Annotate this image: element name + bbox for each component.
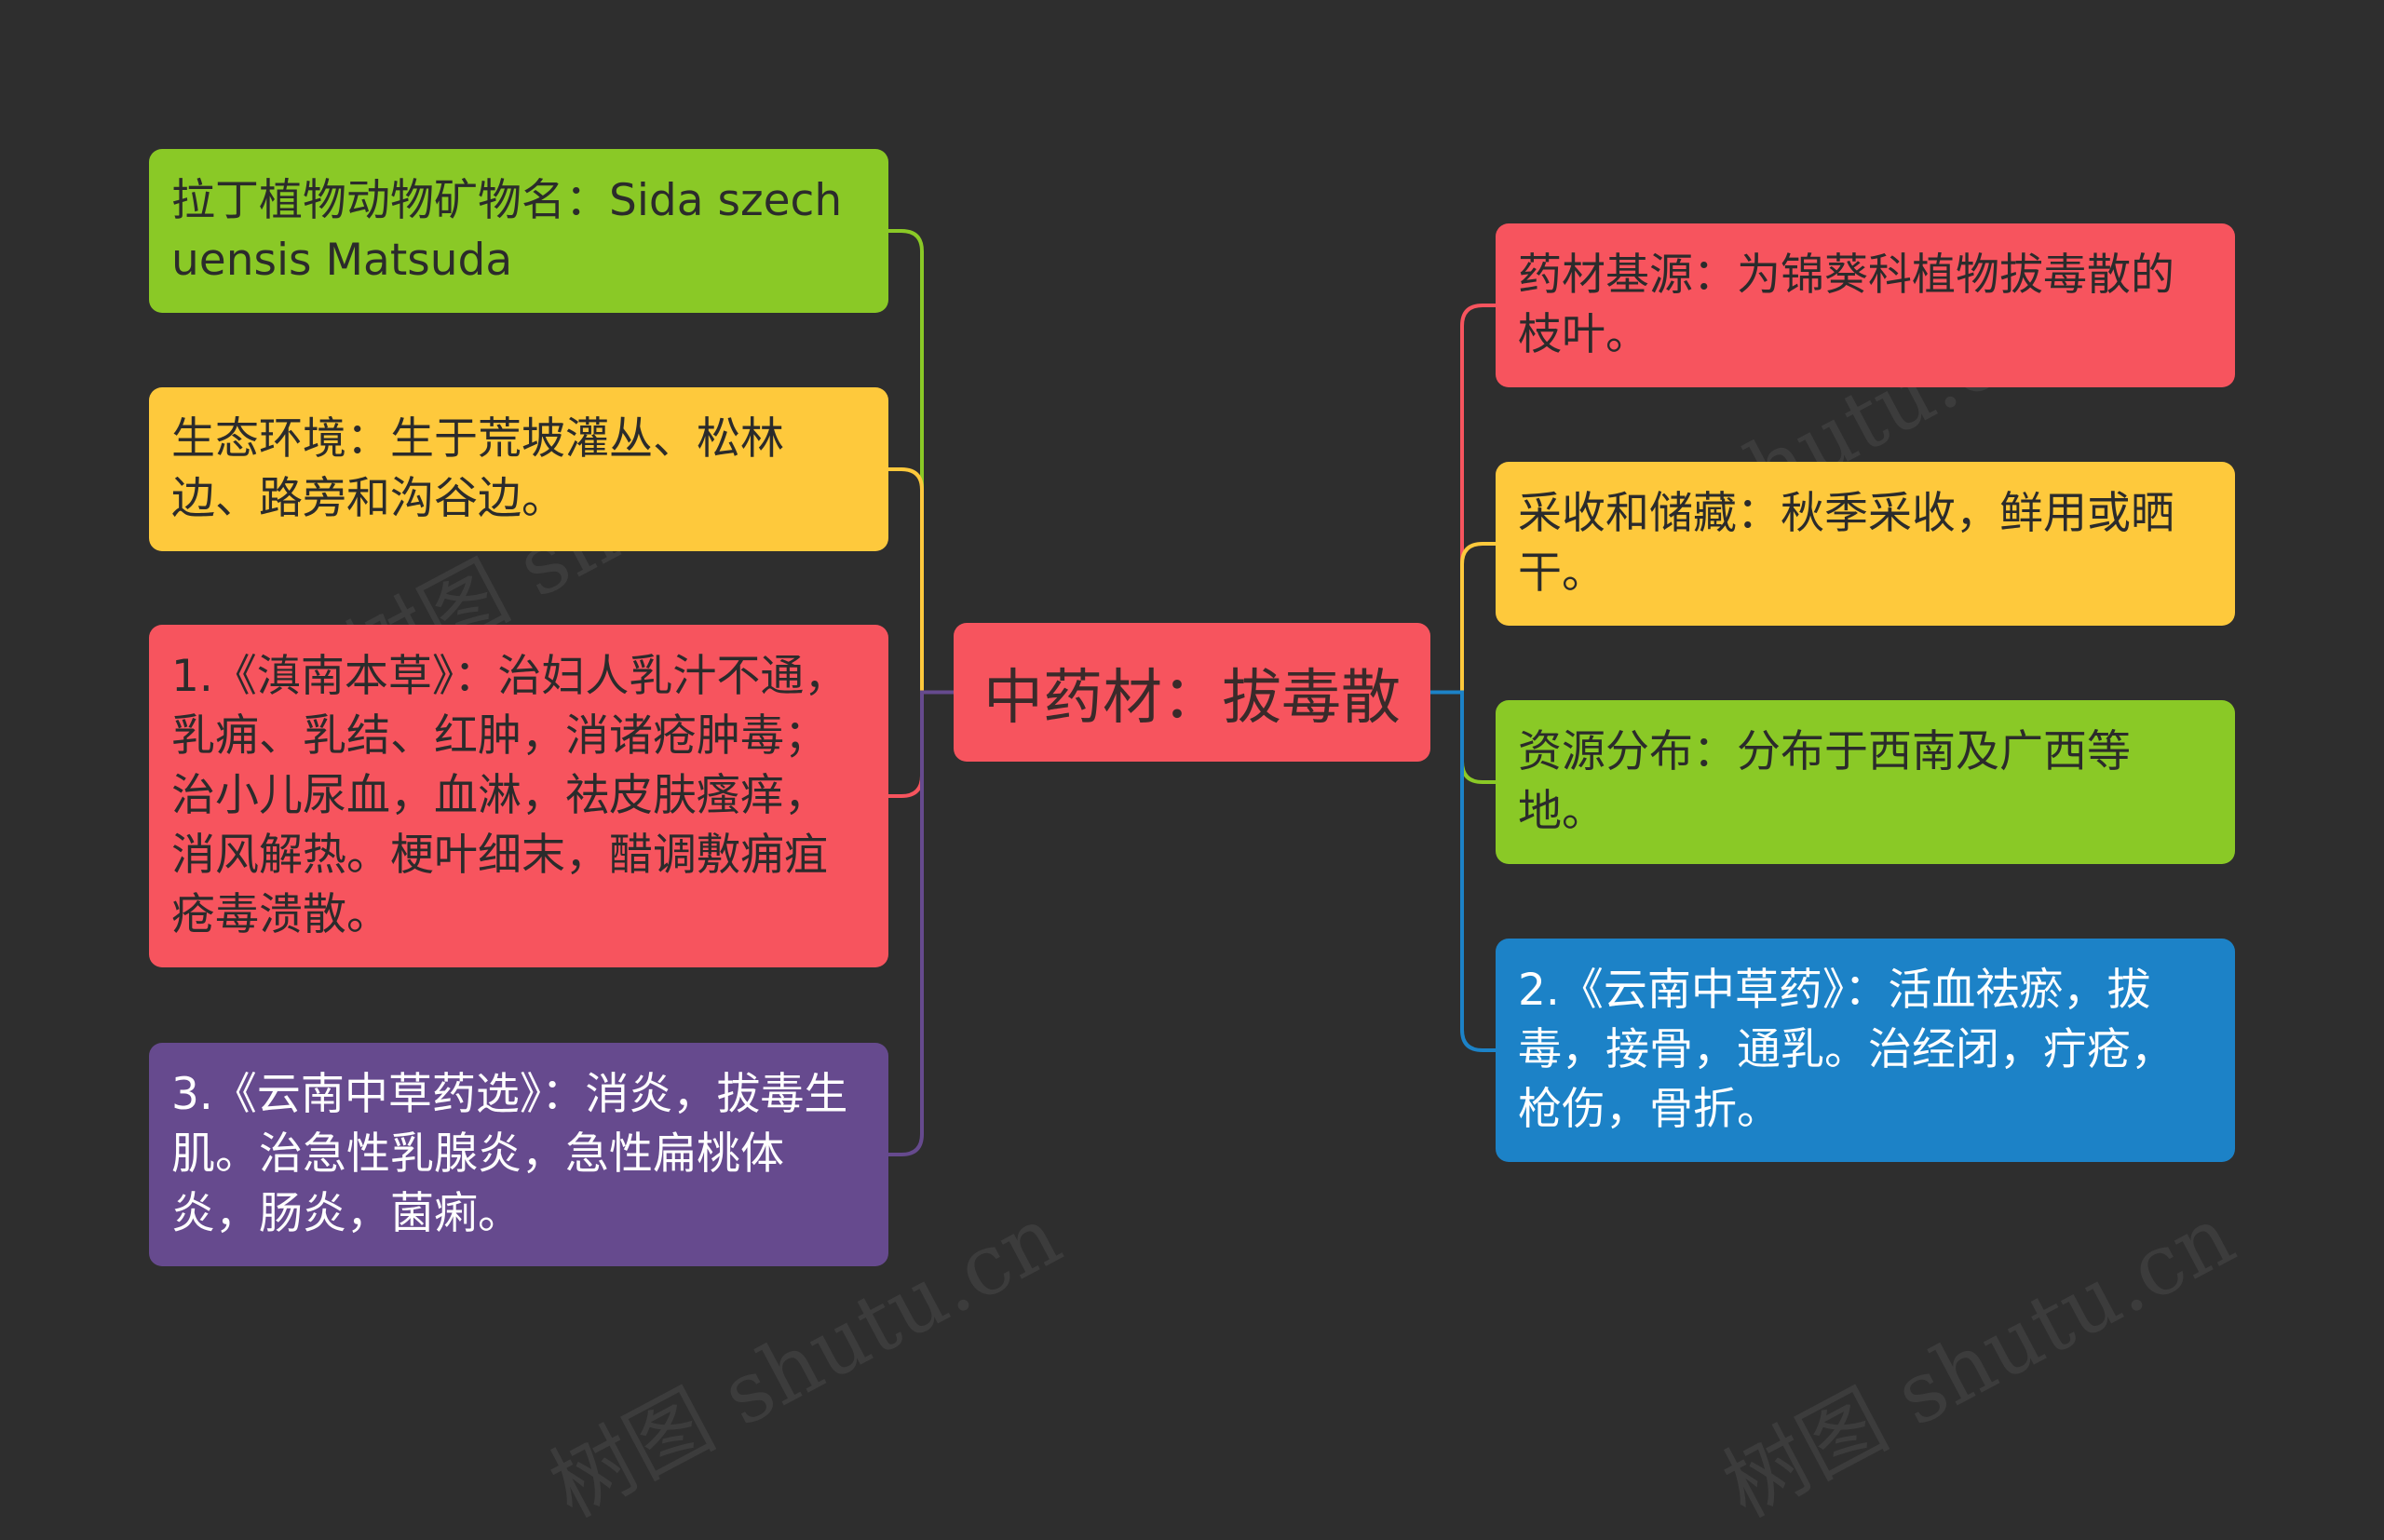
node-text: 药材基源：为锦葵科植物拔毒散的枝叶。 bbox=[1518, 250, 2174, 360]
left-node-diannan-bencao[interactable]: 1.《滇南本草》：治妇人乳汁不通，乳痈、乳结、红肿，消诸疮肿毒；治小儿尿血，血淋… bbox=[149, 625, 888, 967]
node-text: 3.《云南中草药选》：消炎，拔毒生肌。治急性乳腺炎，急性扁桃体炎，肠炎，菌痢。 bbox=[171, 1069, 848, 1239]
connector-lines bbox=[888, 229, 1496, 1156]
left-node-yunnan-herbs-selection[interactable]: 3.《云南中草药选》：消炎，拔毒生肌。治急性乳腺炎，急性扁桃体炎，肠炎，菌痢。 bbox=[149, 1043, 888, 1266]
node-text: 生态环境：生于荒坡灌丛、松林边、路旁和沟谷边。 bbox=[171, 413, 784, 524]
right-node-source[interactable]: 药材基源：为锦葵科植物拔毒散的枝叶。 bbox=[1496, 223, 2235, 387]
right-connector bbox=[1430, 690, 1496, 1052]
right-connector bbox=[1430, 304, 1496, 695]
left-connector bbox=[888, 467, 954, 695]
node-text: 采收和储藏：秋季采收，鲜用或晒干。 bbox=[1518, 488, 2174, 599]
center-topic-node[interactable]: 中药材：拔毒散 bbox=[954, 623, 1430, 762]
center-topic-label: 中药材：拔毒散 bbox=[983, 663, 1401, 733]
node-text: 2.《云南中草药》：活血祛瘀，拔毒，接骨，通乳。治经闭，疔疮，枪伤，骨折。 bbox=[1518, 965, 2174, 1135]
left-node-latin-name[interactable]: 拉丁植物动物矿物名：Sida szechuensis Matsuda bbox=[149, 149, 888, 313]
right-node-yunnan-herbs[interactable]: 2.《云南中草药》：活血祛瘀，拔毒，接骨，通乳。治经闭，疔疮，枪伤，骨折。 bbox=[1496, 939, 2235, 1162]
left-connector bbox=[888, 690, 954, 1156]
right-node-distribution[interactable]: 资源分布：分布于西南及广西等地。 bbox=[1496, 700, 2235, 864]
node-text: 拉丁植物动物矿物名：Sida szechuensis Matsuda bbox=[171, 175, 843, 286]
right-connector bbox=[1430, 542, 1496, 695]
right-node-harvest-storage[interactable]: 采收和储藏：秋季采收，鲜用或晒干。 bbox=[1496, 462, 2235, 626]
node-text: 1.《滇南本草》：治妇人乳汁不通，乳痈、乳结、红肿，消诸疮肿毒；治小儿尿血，血淋… bbox=[171, 651, 848, 940]
left-node-habitat[interactable]: 生态环境：生于荒坡灌丛、松林边、路旁和沟谷边。 bbox=[149, 387, 888, 551]
node-text: 资源分布：分布于西南及广西等地。 bbox=[1518, 726, 2131, 837]
